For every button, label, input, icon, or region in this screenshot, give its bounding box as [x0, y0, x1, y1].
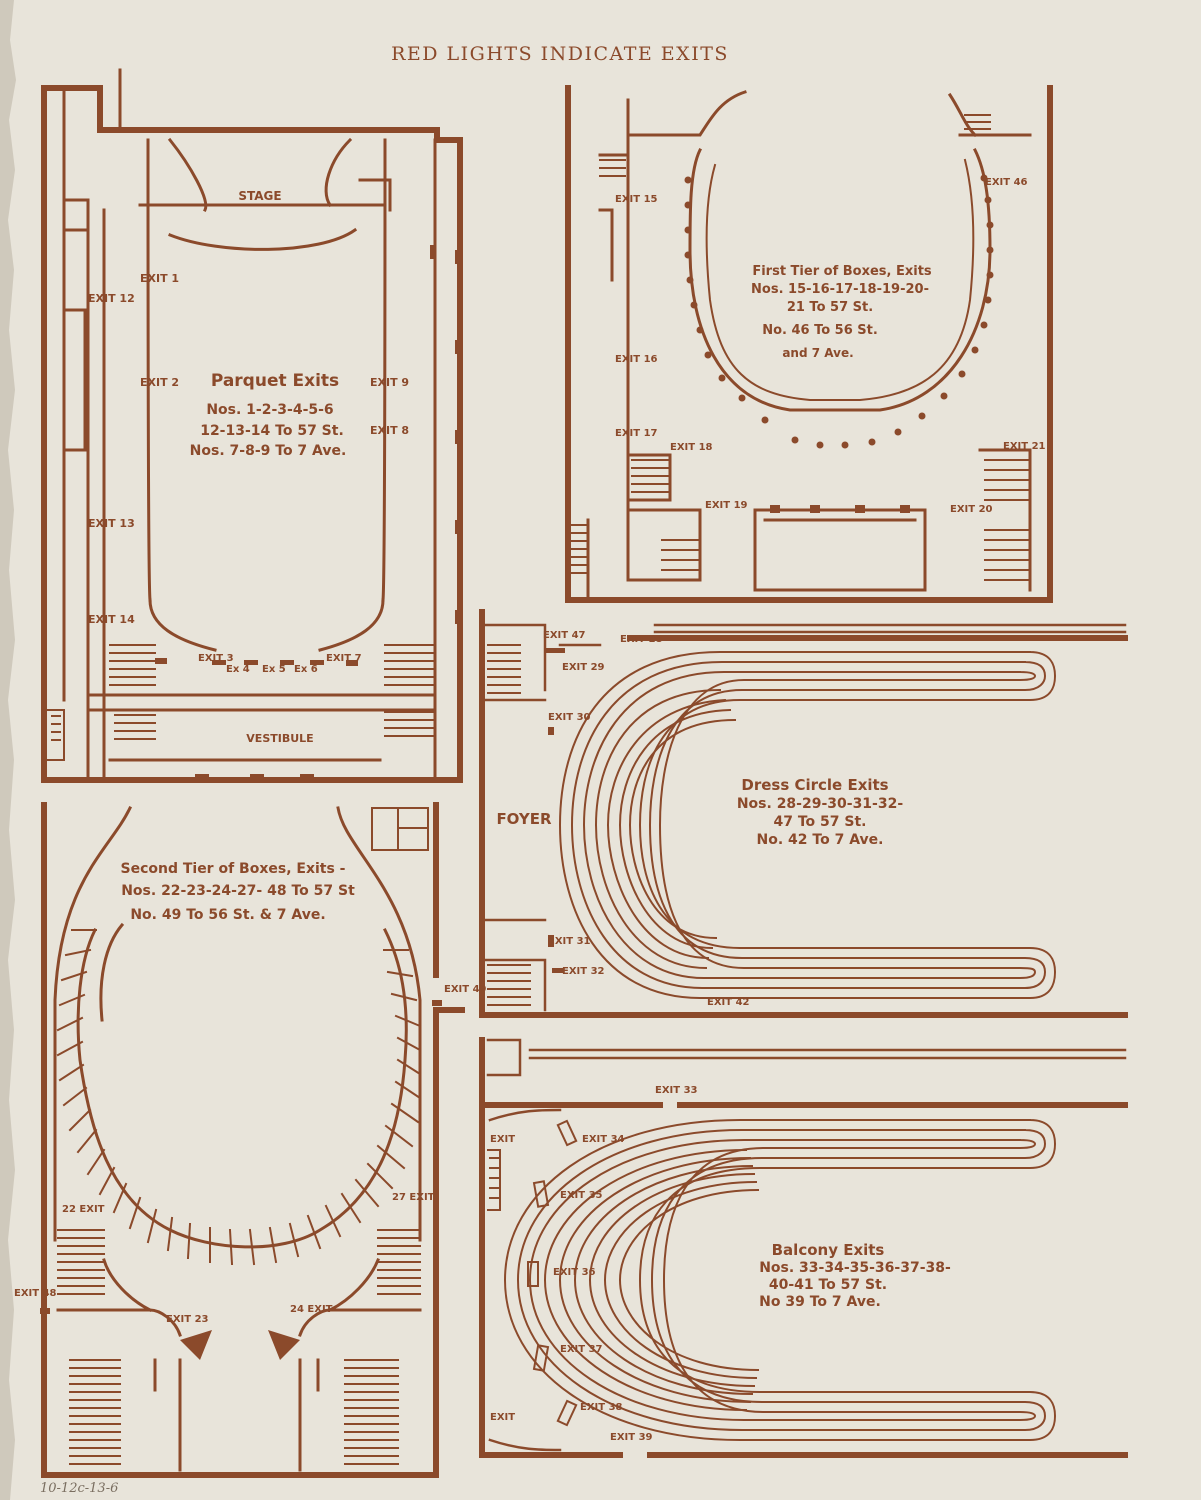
exit-19-label: EXIT 19	[705, 500, 748, 511]
header-title: RED LIGHTS INDICATE EXITS	[391, 43, 729, 65]
first-tier-line1: First Tier of Boxes, Exits	[752, 264, 932, 279]
first-tier-line3: 21 To 57 St.	[787, 300, 873, 315]
exit-28-label: EXIT 28	[620, 634, 663, 645]
first-tier-plan: First Tier of Boxes, Exits Nos. 15-16-17…	[565, 85, 1053, 603]
exit-4-label: Ex 4	[226, 664, 250, 675]
balcony-plan: Balcony Exits Nos. 33-34-35-36-37-38- 40…	[478, 1037, 1128, 1458]
exit-18-label: EXIT 18	[670, 442, 713, 453]
handwritten-note: 10-12c-13-6	[40, 1481, 118, 1496]
foyer-label: FOYER	[496, 810, 552, 828]
dress-circle-line2: Nos. 28-29-30-31-32-	[737, 796, 904, 812]
exit-15-label: EXIT 15	[615, 194, 658, 205]
exit-8-label: EXIT 8	[370, 424, 409, 437]
second-tier-plan: Second Tier of Boxes, Exits - Nos. 22-23…	[14, 802, 487, 1478]
exit-29-label: EXIT 29	[562, 662, 605, 673]
exit-20-label: EXIT 20	[950, 504, 993, 515]
second-tier-line2: Nos. 22-23-24-27- 48 To 57 St	[121, 883, 355, 899]
balcony-line4: No 39 To 7 Ave.	[759, 1294, 881, 1310]
stage-label: STAGE	[238, 189, 281, 203]
parquet-exits-line2: 12-13-14 To 57 St.	[200, 423, 344, 439]
exit-39-label: EXIT 39	[610, 1432, 653, 1443]
dress-circle-line4: No. 42 To 7 Ave.	[757, 832, 884, 848]
exit-5-label: Ex 5	[262, 664, 286, 675]
exit-9-label: EXIT 9	[370, 376, 409, 389]
exit-46-label: EXIT 46	[985, 177, 1028, 188]
exit-47-label: EXIT 47	[543, 630, 586, 641]
exit-12-label: EXIT 12	[88, 292, 135, 305]
exit-37-label: EXIT 37	[560, 1344, 603, 1355]
exit-17-label: EXIT 17	[615, 428, 658, 439]
second-tier-line1: Second Tier of Boxes, Exits -	[120, 861, 345, 877]
exit-36-label: EXIT 36	[553, 1267, 596, 1278]
exit-2-label: EXIT 2	[140, 376, 179, 389]
exit-7-label: EXIT 7	[326, 653, 362, 664]
exit-27-label: 27 EXIT	[392, 1192, 435, 1203]
parquet-exits-line3: Nos. 7-8-9 To 7 Ave.	[190, 443, 347, 459]
parquet-plan: STAGE VESTIBULE Parquet Exits Nos. 1-2-3…	[41, 68, 463, 783]
vestibule-label: VESTIBULE	[246, 732, 313, 745]
exit-42-label: EXIT 42	[707, 997, 750, 1008]
parquet-exits-title: Parquet Exits	[211, 371, 339, 391]
exit-38-label: EXIT 38	[580, 1402, 623, 1413]
exit-24-label: 24 EXIT	[290, 1304, 333, 1315]
exit-30-label: EXIT 30	[548, 712, 591, 723]
second-tier-line3: No. 49 To 56 St. & 7 Ave.	[130, 907, 325, 923]
balcony-exit-left-top: EXIT	[490, 1134, 515, 1145]
exit-49-label: EXIT 49	[444, 984, 487, 995]
exit-21-label: EXIT 21	[1003, 441, 1046, 452]
exit-6-label: Ex 6	[294, 664, 318, 675]
dress-circle-plan: FOYER Dress Circle Exits Nos. 28-29-30-3…	[479, 609, 1128, 1018]
exit-1-label: EXIT 1	[140, 272, 179, 285]
exit-33-label: EXIT 33	[655, 1085, 698, 1096]
exit-31-label: EXIT 31	[548, 936, 591, 947]
first-tier-line4: No. 46 To 56 St.	[762, 323, 878, 338]
balcony-exit-left-bottom: EXIT	[490, 1412, 515, 1423]
exit-14-label: EXIT 14	[88, 613, 135, 626]
exit-48-label: EXIT 48	[14, 1288, 57, 1299]
exit-22-label: 22 EXIT	[62, 1204, 105, 1215]
exit-3-label: EXIT 3	[198, 653, 234, 664]
parquet-exits-line1: Nos. 1-2-3-4-5-6	[206, 402, 333, 418]
balcony-line1: Balcony Exits	[772, 1241, 885, 1259]
exit-23-label: EXIT 23	[166, 1314, 209, 1325]
first-tier-line5: and 7 Ave.	[782, 346, 853, 360]
torn-paper-edge	[0, 0, 16, 1500]
dress-circle-line1: Dress Circle Exits	[741, 776, 888, 794]
balcony-line3: 40-41 To 57 St.	[769, 1277, 887, 1293]
dress-circle-line3: 47 To 57 St.	[774, 814, 867, 830]
exit-34-label: EXIT 34	[582, 1134, 625, 1145]
first-tier-line2: Nos. 15-16-17-18-19-20-	[751, 282, 929, 297]
exit-16-label: EXIT 16	[615, 354, 658, 365]
exit-13-label: EXIT 13	[88, 517, 135, 530]
balcony-line2: Nos. 33-34-35-36-37-38-	[759, 1260, 951, 1276]
exit-35-label: EXIT 35	[560, 1190, 603, 1201]
exit-32-label: EXIT 32	[562, 966, 605, 977]
